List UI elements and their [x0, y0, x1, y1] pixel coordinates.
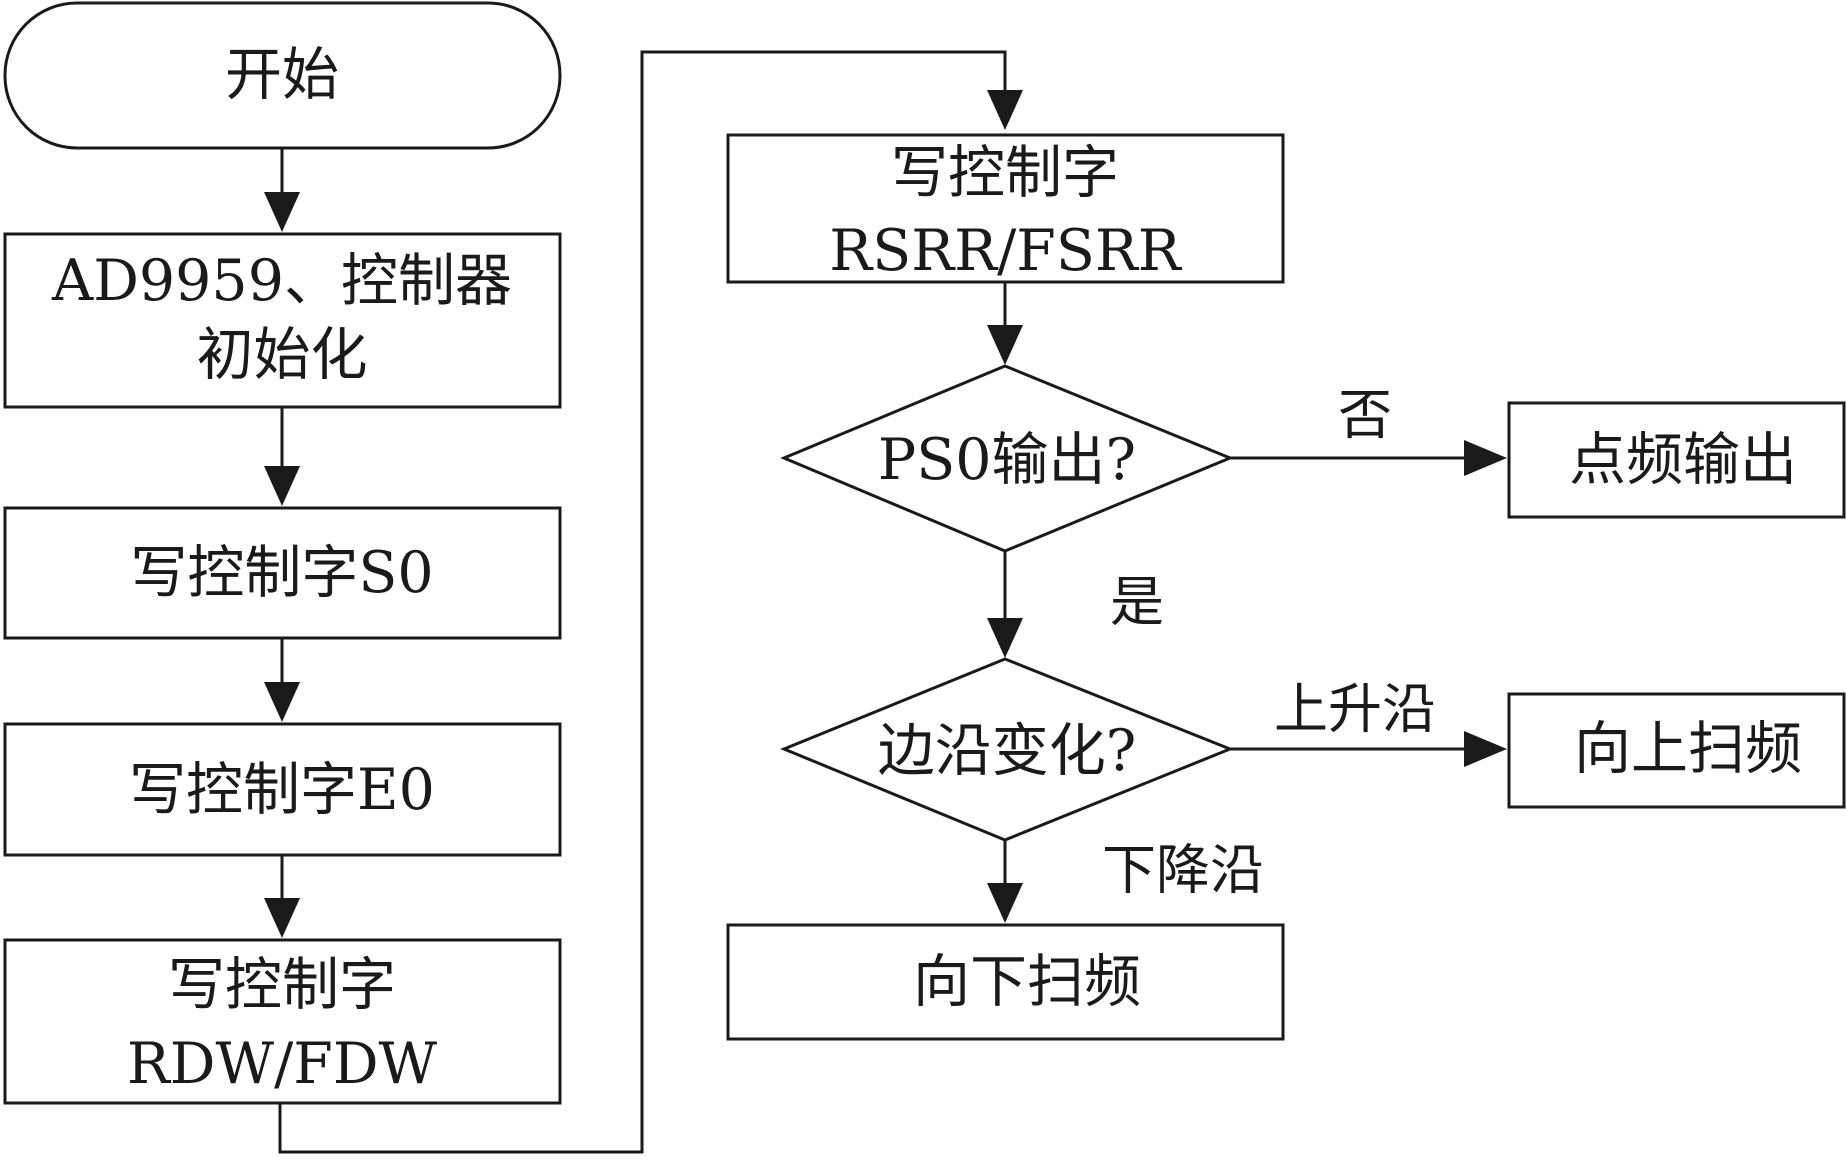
arrowhead-s0-to-e0: [264, 682, 300, 722]
arrowhead-ps0-no: [1464, 440, 1507, 476]
edge-label-no: 否: [1338, 384, 1392, 447]
arrowhead-rising-edge: [1464, 731, 1507, 767]
arrowhead-start-to-init: [264, 192, 300, 232]
point-freq-output-label: 点频输出: [1569, 427, 1797, 493]
arrowhead-e0-to-rdw: [264, 898, 300, 938]
write-rdw-label-line2: RDW/FDW: [127, 1031, 438, 1097]
init-label-line1: AD9959、控制器: [51, 248, 512, 314]
arrowhead-falling-edge: [987, 883, 1023, 923]
sweep-down-box: [726, 923, 1285, 1041]
write-rsrr-box: [726, 133, 1285, 284]
sweep-down-label: 向下扫频: [913, 949, 1141, 1015]
sweep-up-box: [1507, 692, 1846, 809]
arrowhead-rsrr-to-ps0: [987, 325, 1023, 365]
write-rsrr-label-line1: 写控制字: [891, 140, 1119, 206]
init-label-line2: 初始化: [197, 322, 368, 388]
write-s0-label: 写控制字S0: [130, 540, 433, 606]
write-rsrr-label-line2: RSRR/FSRR: [829, 218, 1183, 284]
arrowhead-connector-to-rsrr: [987, 90, 1023, 130]
arrowhead-ps0-yes: [987, 618, 1023, 658]
init-box: [3, 232, 562, 409]
write-rdw-label-line1: 写控制字: [168, 952, 396, 1018]
point-freq-output-box: [1507, 401, 1846, 519]
write-e0-box: [3, 722, 562, 857]
write-rdw-box: [3, 938, 562, 1105]
sweep-up-label: 向上扫频: [1574, 716, 1802, 782]
arrowhead-init-to-s0: [264, 466, 300, 506]
edge-label-yes: 是: [1110, 571, 1164, 634]
edge-label-rising: 上升沿: [1274, 678, 1436, 741]
edge-decision-label: 边沿变化?: [878, 718, 1137, 784]
start-label: 开始: [225, 42, 339, 108]
connector-rdw-to-rsrr: [278, 50, 1007, 1154]
edge-label-falling: 下降沿: [1102, 839, 1264, 902]
ps0-decision-label: PS0输出?: [878, 427, 1136, 493]
write-e0-label: 写控制字E0: [129, 757, 435, 823]
